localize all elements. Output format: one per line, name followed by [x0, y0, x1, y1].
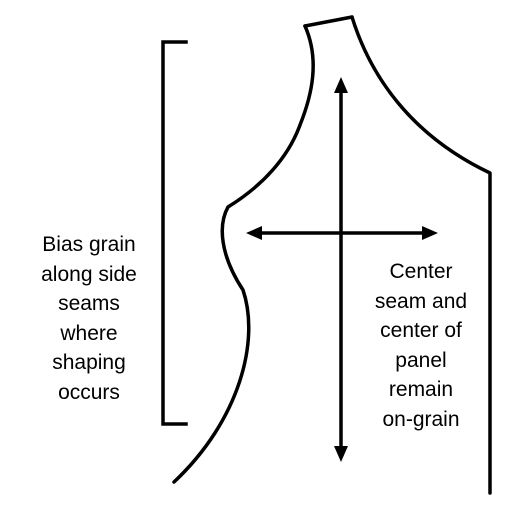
- top-edge: [303, 15, 354, 28]
- side-seam-curve: [172, 24, 315, 484]
- annotation-line: occurs: [58, 380, 120, 404]
- grainline-arrowhead-top: [334, 77, 348, 93]
- annotation-line: where: [60, 321, 118, 345]
- annotation-line: Bias grain: [42, 233, 136, 256]
- annotation-line: shaping: [52, 351, 126, 374]
- crossgrain-arrowhead-left: [246, 226, 262, 240]
- bias-grain-annotation: Bias grain along side seams where shapin…: [14, 230, 164, 407]
- annotation-line: on-grain: [382, 407, 460, 431]
- on-grain-annotation: Center seam and center of panel remain o…: [342, 257, 500, 434]
- annotation-line: seam and: [374, 289, 468, 313]
- annotation-line: panel: [395, 348, 447, 372]
- center-seam-outline: [350, 15, 492, 495]
- crossgrain-arrowhead-right: [422, 226, 438, 240]
- grainline-arrowhead-bottom: [334, 446, 348, 462]
- side-seam-bracket: [161, 40, 188, 426]
- annotation-line: along side: [41, 262, 137, 286]
- annotation-line: seams: [58, 292, 120, 315]
- annotation-line: Center: [389, 260, 453, 283]
- annotation-line: remain: [388, 378, 454, 401]
- annotation-line: center of: [380, 319, 462, 342]
